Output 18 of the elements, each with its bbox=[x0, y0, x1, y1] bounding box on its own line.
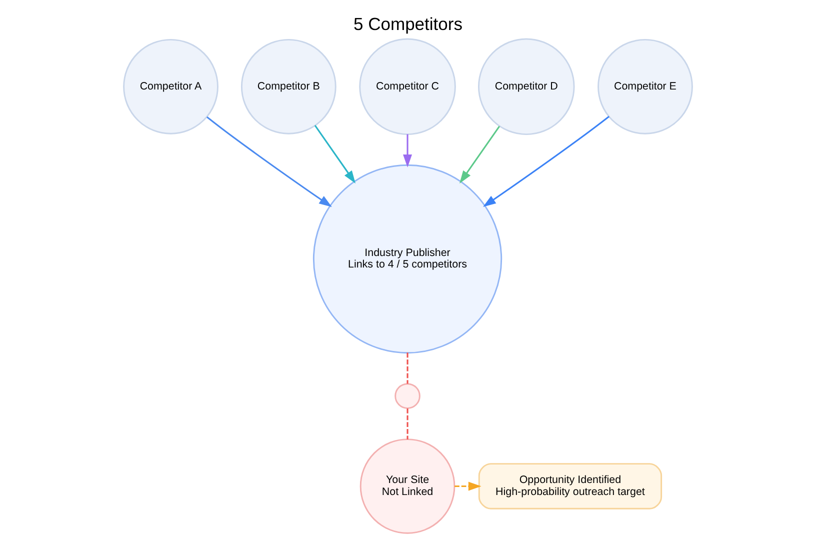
connector bbox=[406, 352, 408, 384]
node-circle: Competitor D bbox=[478, 38, 575, 136]
node-circle: Competitor B bbox=[240, 38, 336, 134]
node-box: Opportunity Identified High-probability outreach target bbox=[478, 463, 662, 510]
node-circle: Competitor A bbox=[123, 38, 218, 134]
diagram-title: 5 Competitors bbox=[353, 14, 463, 34]
node-circle: Competitor E bbox=[598, 38, 693, 134]
arrow bbox=[454, 482, 482, 491]
node-circle: Competitor C bbox=[359, 38, 456, 136]
node-circle: Industry Publisher Links to 4 / 5 competitors bbox=[312, 164, 502, 354]
connector bbox=[406, 408, 408, 440]
arrow bbox=[460, 126, 500, 184]
arrow bbox=[314, 125, 356, 184]
node-circle: Your Site Not Linked bbox=[360, 438, 456, 534]
arrow bbox=[483, 116, 610, 207]
arrow bbox=[206, 116, 332, 208]
arrow bbox=[403, 134, 412, 168]
node-circle bbox=[394, 383, 420, 409]
